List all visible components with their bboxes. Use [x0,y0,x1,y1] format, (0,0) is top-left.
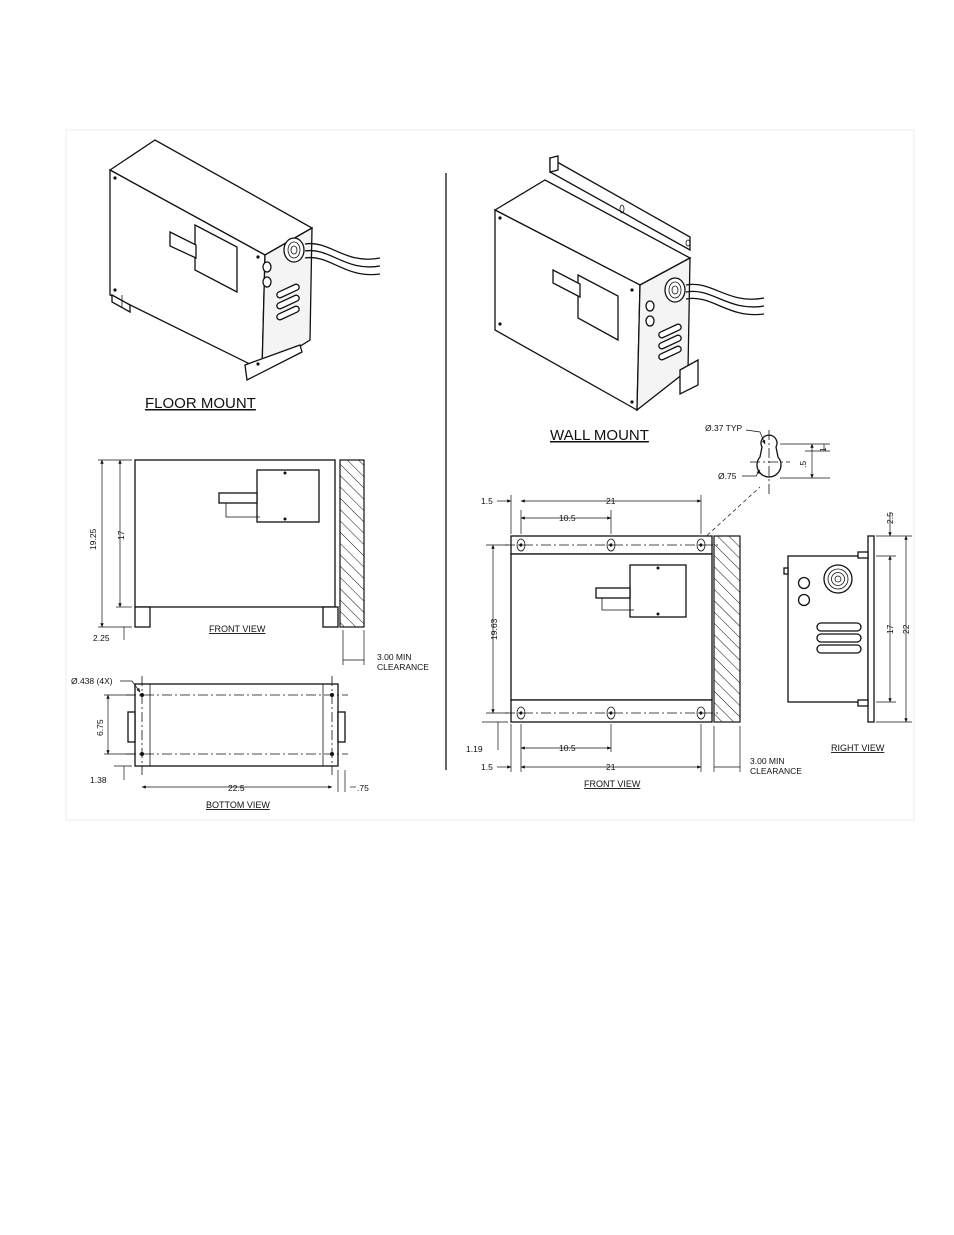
floor-front-caption: FRONT VIEW [209,624,266,634]
wall-front-caption: FRONT VIEW [584,779,641,789]
keyhole-leader [701,486,761,541]
floor-front-clearance-2: CLEARANCE [377,662,429,672]
wall-front-bottom-overall: 21 [606,762,616,772]
floor-front-clearance-1: 3.00 MIN [377,652,412,662]
floor-bottom-view [104,676,356,792]
wall-front-top-half: 10.5 [559,513,576,523]
keyhole-large-dia: Ø.75 [718,471,737,481]
wall-front-bottom-half: 10.5 [559,743,576,753]
wall-mount-isometric [493,155,765,412]
wall-right-caption: RIGHT VIEW [831,743,885,753]
floor-front-overall-height: 19.25 [88,528,98,550]
keyhole-dim-b: 1 [818,447,828,452]
floor-bottom-edge-margin: .75 [357,783,369,793]
wall-right-overall-height: 22 [901,624,911,634]
floor-bottom-hole-spacing-x: 22.5 [228,783,245,793]
wall-front-clearance-2: CLEARANCE [750,766,802,776]
keyhole-dim-a: .5 [798,461,808,468]
wall-front-top-offset: 1.5 [481,496,493,506]
wall-right-body-height: 17 [885,624,895,634]
floor-bottom-edge-offset: 1.38 [90,775,107,785]
floor-front-view [98,459,365,665]
wall-mount-title: WALL MOUNT [550,427,649,444]
wall-front-bottom-left: 1.5 [481,762,493,772]
wall-right-view [783,512,912,723]
floor-mount-title: FLOOR MOUNT [145,395,256,412]
wall-right-top-offset: 2.5 [885,512,895,524]
keyhole-small-dia: Ø.37 TYP [705,423,742,433]
floor-front-leg-height: 2.25 [93,633,110,643]
wall-front-top-overall: 21 [606,496,616,506]
floor-front-body-height: 17 [116,530,126,540]
floor-bottom-hole-spacing-y: 6.75 [95,719,105,736]
wall-front-clearance-1: 3.00 MIN [750,756,785,766]
wall-front-bottom-offset: 1.19 [466,744,483,754]
floor-bottom-hole-callout: Ø.438 (4X) [71,676,113,686]
floor-mount-isometric [108,139,381,381]
floor-bottom-caption: BOTTOM VIEW [206,800,270,810]
wall-front-height: 19.63 [489,618,499,640]
wall-front-view [482,495,741,772]
keyhole-detail [742,429,830,495]
